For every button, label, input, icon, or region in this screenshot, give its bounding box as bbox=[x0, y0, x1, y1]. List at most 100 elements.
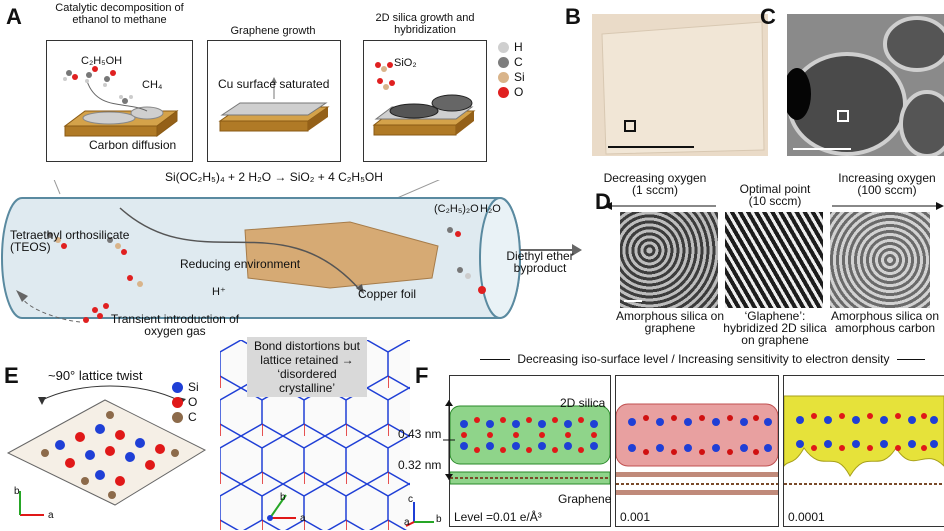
lattice-callout: Bond distortions but lattice retained → … bbox=[247, 337, 367, 397]
atom-legend-e: Si O C bbox=[172, 380, 199, 425]
box3-title: 2D silica growth and hybridization bbox=[375, 12, 475, 36]
spacing-043: 0.43 nm bbox=[398, 427, 442, 441]
d-right-caption: Amorphous silica on amorphous carbon bbox=[830, 309, 940, 335]
roi-box-c bbox=[837, 110, 849, 122]
legend-dot-h bbox=[498, 42, 509, 54]
panel-label-b: B bbox=[565, 4, 581, 29]
teos-label: Tetraethyl orthosilicate (TEOS) bbox=[10, 228, 130, 254]
hplus-label: H⁺ bbox=[212, 286, 226, 298]
silica-island-2 bbox=[431, 94, 473, 112]
iso-surface-2 bbox=[616, 403, 778, 495]
legend-dot-si bbox=[498, 72, 509, 84]
legend-row-si: Si bbox=[498, 70, 525, 85]
e-axis-b-left: b bbox=[14, 486, 20, 497]
legend-dot-c bbox=[498, 57, 509, 69]
f-axis-a: a bbox=[404, 517, 410, 528]
sio2-molecules bbox=[375, 62, 395, 90]
ether-formula: (C₂H₅)₂O bbox=[434, 203, 479, 215]
copper-foil bbox=[244, 221, 439, 289]
legend-dot-c-e bbox=[172, 412, 183, 424]
legend-row-c-e: C bbox=[172, 410, 199, 425]
d-right-title: Increasing oxygen (100 sccm) bbox=[838, 171, 936, 197]
graphene-growth-illustration bbox=[218, 77, 330, 132]
d-left-caption: Amorphous silica on graphene bbox=[615, 309, 725, 335]
legend-label-c: C bbox=[514, 55, 523, 69]
reaction-equation: Si(OC₂H₅)₄ + 2 H₂O → SiO₂ + 4 C₂H₅OH bbox=[165, 170, 383, 184]
iso-surface-box-1: 2D silica Graphene Level =0.01 e/Å³ bbox=[449, 375, 611, 527]
iso-surface-box-3: 0.0001 bbox=[783, 375, 944, 527]
level-label-2: 0.001 bbox=[620, 510, 651, 524]
spacing-032: 0.32 nm bbox=[398, 458, 442, 472]
ethanol-formula: C₂H₅OH bbox=[81, 55, 123, 67]
carbon-blob-1 bbox=[82, 111, 136, 125]
legend-label-o: O bbox=[514, 85, 524, 99]
box-graphene-growth: Cu surface saturated bbox=[207, 40, 341, 162]
lattice-twist-diagram bbox=[6, 385, 207, 516]
level-label-1: Level =0.01 e/Å³ bbox=[454, 510, 542, 524]
spacing-markers bbox=[443, 400, 455, 480]
lattice-atoms bbox=[41, 411, 179, 499]
legend-label-c-e: C bbox=[188, 410, 197, 424]
sio2-formula: SiO₂ bbox=[394, 57, 417, 69]
box2-title: Graphene growth bbox=[230, 25, 316, 37]
ethanol-molecules bbox=[63, 66, 133, 104]
teos-molecules bbox=[47, 232, 143, 287]
silica-growth-illustration bbox=[372, 62, 476, 136]
oxygen-inlet-arrow bbox=[21, 297, 81, 323]
graphene-sheet bbox=[220, 102, 328, 116]
oxygen-molecules bbox=[83, 303, 109, 323]
legend-row-o: O bbox=[498, 85, 525, 100]
graphene-film-outline bbox=[601, 21, 765, 155]
f-axis-c: c bbox=[408, 494, 413, 505]
optical-image-b bbox=[592, 14, 768, 156]
scale-bar-d bbox=[624, 300, 642, 302]
carbon-blob-2 bbox=[130, 106, 164, 120]
graphene-layer-label: Graphene bbox=[558, 492, 612, 506]
diffusion-arrow bbox=[86, 80, 148, 112]
oxygen-introduction-label: Transient introduction of oxygen gas bbox=[110, 312, 240, 338]
sem-features bbox=[787, 14, 944, 156]
reactor-tube bbox=[1, 180, 582, 323]
panel-label-c: C bbox=[760, 4, 776, 29]
exhaust-molecules bbox=[447, 227, 486, 294]
reducing-environment-label: Reducing environment bbox=[180, 257, 301, 271]
scale-bar-c bbox=[793, 148, 851, 150]
legend-row-h: H bbox=[498, 40, 525, 55]
panel-label-a: A bbox=[6, 4, 22, 29]
d-left-title: Decreasing oxygen (1 sccm) bbox=[603, 171, 707, 197]
silica-island-1 bbox=[389, 103, 439, 119]
silica-layer-label: 2D silica bbox=[560, 396, 606, 410]
tem-image-10sccm bbox=[725, 212, 823, 308]
legend-row-c: C bbox=[498, 55, 525, 70]
iso-surface-3 bbox=[784, 395, 944, 485]
iso-surface-box-2: 0.001 bbox=[615, 375, 779, 527]
e-axis-a-right: a bbox=[300, 513, 306, 524]
legend-label-si: Si bbox=[514, 70, 525, 84]
legend-label-o-e: O bbox=[188, 395, 198, 409]
f-axis-b: b bbox=[436, 514, 442, 525]
carbon-diffusion-illustration bbox=[63, 66, 179, 137]
box-carbon-diffusion: C₂H₅OH CH₄ Carbon diffusion bbox=[46, 40, 193, 162]
gas-flow-arrow bbox=[119, 207, 361, 291]
iso-surface-header: Decreasing iso-surface level / Increasin… bbox=[517, 352, 890, 366]
atom-legend-a: H C Si O bbox=[498, 40, 525, 100]
panel-label-f: F bbox=[415, 363, 429, 388]
zoom-line-1 bbox=[53, 180, 61, 195]
lattice-twist-label: ~90° lattice twist bbox=[48, 368, 143, 383]
oxygen-arrows bbox=[604, 202, 944, 210]
panel-label-e: E bbox=[4, 363, 19, 388]
legend-dot-o bbox=[498, 87, 509, 99]
ch4-formula: CH₄ bbox=[142, 79, 163, 91]
e-axis-a-left: a bbox=[48, 510, 54, 521]
e-axis-b-right: b bbox=[280, 492, 286, 503]
cu-saturated-label: Cu surface saturated bbox=[218, 77, 330, 91]
sem-image-c bbox=[787, 14, 944, 156]
scale-bar-b bbox=[608, 146, 694, 148]
legend-label-h: H bbox=[514, 40, 523, 54]
tem-image-1sccm bbox=[620, 212, 718, 308]
level-label-3: 0.0001 bbox=[788, 510, 825, 524]
f-header: Decreasing iso-surface level / Increasin… bbox=[480, 352, 944, 366]
legend-row-o-e: O bbox=[172, 395, 199, 410]
legend-dot-o-e bbox=[172, 397, 183, 409]
legend-dot-si-e bbox=[172, 382, 183, 394]
